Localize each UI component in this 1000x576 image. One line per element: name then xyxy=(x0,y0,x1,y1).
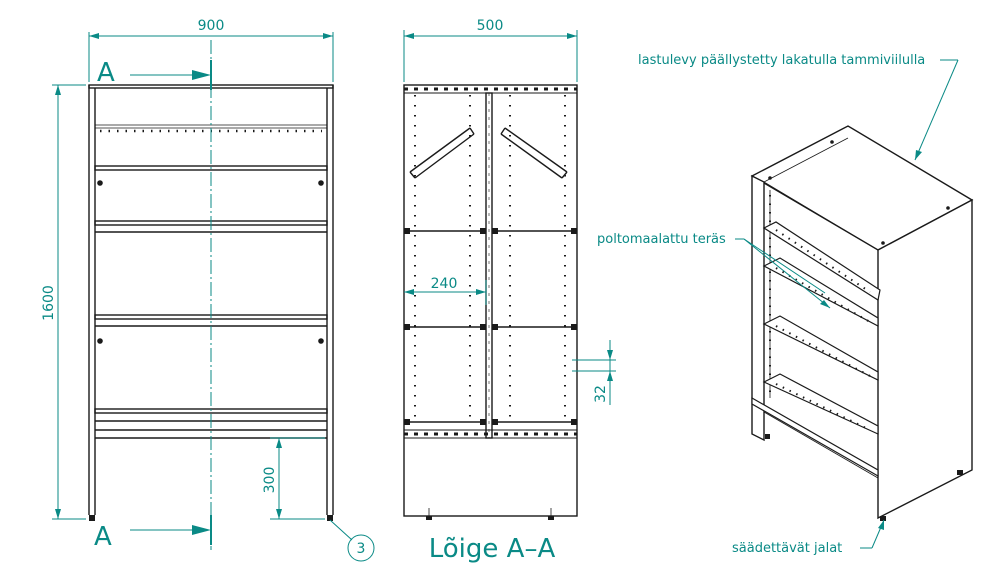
section-view: Lõige A–A xyxy=(403,84,578,564)
dimension-shelf-depth-label: 240 xyxy=(431,276,458,292)
dimension-pitch: 32 xyxy=(572,340,616,405)
callout-board-label: lastulevy päällystetty lakatulla tammivi… xyxy=(638,53,925,68)
dimension-depth: 500 xyxy=(403,18,578,82)
front-view: A A xyxy=(88,40,334,552)
dimension-shelf-depth: 240 xyxy=(404,276,487,305)
callout-steel-label: poltomaalattu teräs xyxy=(597,232,726,247)
callout-feet: säädettävät jalat xyxy=(732,519,885,556)
dimension-depth-label: 500 xyxy=(477,18,504,34)
section-marker-bottom: A xyxy=(94,522,112,552)
callout-feet-label: säädettävät jalat xyxy=(732,541,842,556)
dimension-height: 1600 xyxy=(41,84,86,520)
callout-balloon: 3 xyxy=(329,519,375,562)
callout-steel: poltomaalattu teräs xyxy=(597,232,831,309)
dimension-width-label: 900 xyxy=(198,18,225,34)
callout-balloon-number: 3 xyxy=(357,541,366,557)
dimension-width: 900 xyxy=(88,18,334,82)
dimension-height-label: 1600 xyxy=(41,285,57,321)
dimension-plinth-label: 300 xyxy=(262,467,278,494)
dimension-plinth: 300 xyxy=(262,437,325,520)
dimension-pitch-label: 32 xyxy=(593,385,609,403)
section-title: Lõige A–A xyxy=(429,534,556,564)
isometric-view xyxy=(750,125,974,521)
callout-board: lastulevy päällystetty lakatulla tammivi… xyxy=(638,53,959,161)
section-marker-top: A xyxy=(97,58,115,88)
